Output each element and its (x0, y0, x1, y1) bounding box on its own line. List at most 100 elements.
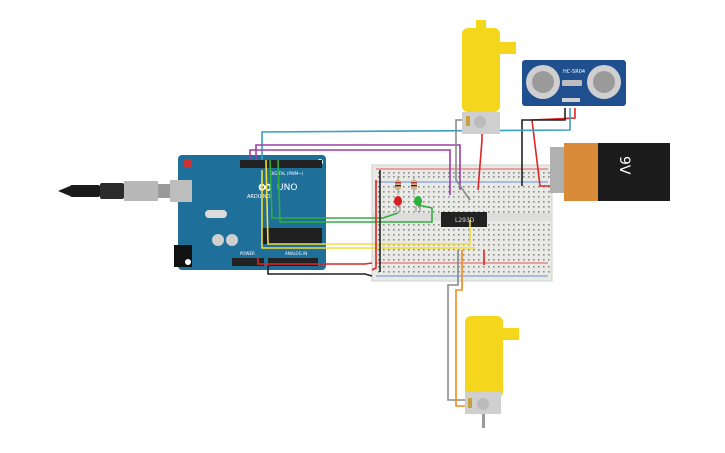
analog-header-text: ANALOG IN (285, 251, 307, 256)
breadboard-hole (468, 259, 470, 261)
breadboard-hole (413, 201, 415, 203)
breadboard-hole (498, 172, 500, 174)
breadboard-hole (503, 191, 505, 193)
breadboard-hole (463, 186, 465, 188)
breadboard-hole (428, 176, 430, 178)
breadboard-hole (508, 244, 510, 246)
breadboard-hole (403, 271, 405, 273)
breadboard-hole (543, 229, 545, 231)
breadboard-hole (408, 229, 410, 231)
breadboard-hole (428, 201, 430, 203)
resistor-2[interactable] (411, 176, 417, 195)
breadboard-hole (473, 172, 475, 174)
breadboard-hole (548, 259, 550, 261)
breadboard-hole (493, 196, 495, 198)
breadboard-hole (473, 201, 475, 203)
breadboard-hole (503, 234, 505, 236)
breadboard-hole (413, 249, 415, 251)
breadboard-hole (418, 254, 420, 256)
reset-button (184, 159, 192, 167)
breadboard-hole (438, 224, 440, 226)
breadboard-hole (418, 271, 420, 273)
breadboard-hole (378, 196, 380, 198)
breadboard-hole (378, 186, 380, 188)
breadboard-hole (428, 239, 430, 241)
breadboard-hole (493, 271, 495, 273)
breadboard-hole (498, 186, 500, 188)
breadboard-hole (468, 239, 470, 241)
breadboard-hole (518, 259, 520, 261)
breadboard-hole (508, 224, 510, 226)
breadboard-hole (528, 259, 530, 261)
led-green[interactable] (414, 196, 422, 212)
breadboard-hole (503, 201, 505, 203)
power-header-text: POWER (240, 251, 255, 256)
breadboard-hole (543, 196, 545, 198)
breadboard-hole (548, 172, 550, 174)
gear-motor-bottom[interactable] (465, 316, 519, 428)
breadboard-hole (393, 229, 395, 231)
breadboard-hole (483, 229, 485, 231)
breadboard-hole (508, 234, 510, 236)
hc-sr04-sensor[interactable]: HC-SR04 (522, 60, 626, 106)
breadboard-hole (388, 271, 390, 273)
breadboard-hole (493, 201, 495, 203)
breadboard-hole (428, 234, 430, 236)
breadboard-hole (523, 239, 525, 241)
gear-motor-top[interactable] (462, 20, 516, 134)
breadboard-hole (423, 172, 425, 174)
arduino-brand-text: ARDUINO (247, 194, 271, 200)
wire-green-led1 (269, 159, 399, 219)
breadboard-hole (518, 224, 520, 226)
breadboard-hole (423, 191, 425, 193)
breadboard-hole (483, 172, 485, 174)
breadboard-hole (463, 201, 465, 203)
breadboard-hole (443, 211, 445, 213)
breadboard-hole (403, 254, 405, 256)
breadboard-hole (388, 239, 390, 241)
breadboard-hole (503, 244, 505, 246)
battery-9v[interactable]: 9V (550, 143, 670, 201)
breadboard-hole (378, 259, 380, 261)
breadboard-hole (478, 201, 480, 203)
breadboard-hole (498, 176, 500, 178)
resistor-1[interactable] (395, 176, 401, 195)
breadboard-hole (498, 229, 500, 231)
breadboard-hole (523, 234, 525, 236)
breadboard-hole (413, 266, 415, 268)
breadboard-hole (538, 191, 540, 193)
breadboard-hole (483, 201, 485, 203)
breadboard-hole (408, 176, 410, 178)
breadboard-hole (403, 196, 405, 198)
wire-black-arduino-gnd (267, 266, 373, 277)
breadboard-hole (438, 186, 440, 188)
breadboard-hole (518, 249, 520, 251)
breadboard-hole (503, 224, 505, 226)
breadboard-hole (433, 191, 435, 193)
arduino-uno-board[interactable]: ∞ UNO ARDUINO DIGITAL (PWM~) ANALOG IN P… (170, 155, 326, 270)
breadboard-hole (533, 249, 535, 251)
breadboard-hole (528, 239, 530, 241)
breadboard-hole (443, 201, 445, 203)
breadboard-hole (403, 201, 405, 203)
breadboard-hole (518, 244, 520, 246)
breadboard-hole (478, 249, 480, 251)
breadboard-hole (428, 271, 430, 273)
breadboard-hole (398, 224, 400, 226)
breadboard-hole (403, 211, 405, 213)
breadboard-hole (543, 271, 545, 273)
breadboard-hole (378, 239, 380, 241)
breadboard-hole (453, 229, 455, 231)
breadboard-hole (463, 234, 465, 236)
breadboard-hole (463, 259, 465, 261)
usb-cable[interactable] (58, 181, 178, 201)
breadboard-hole (408, 172, 410, 174)
led-red[interactable] (394, 196, 402, 212)
breadboard-hole (393, 186, 395, 188)
breadboard-hole (533, 196, 535, 198)
breadboard-hole (448, 229, 450, 231)
breadboard-hole (493, 239, 495, 241)
breadboard-hole (443, 249, 445, 251)
l293d-ic[interactable]: L293D (441, 212, 487, 227)
breadboard-hole (388, 172, 390, 174)
